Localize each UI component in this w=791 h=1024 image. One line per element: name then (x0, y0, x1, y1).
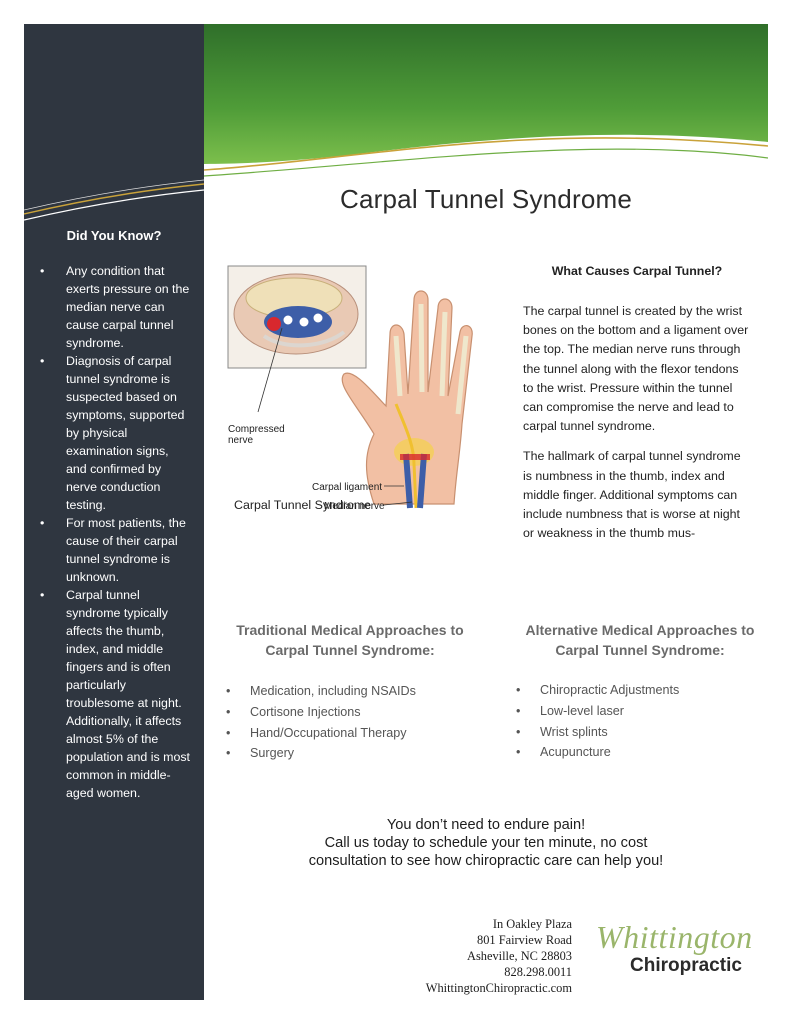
sidebar: Did You Know? Any condition that exerts … (24, 24, 204, 1000)
diagram-caption: Carpal Tunnel Syndrome (234, 498, 372, 512)
alternative-item: Wrist splints (516, 722, 756, 743)
traditional-item: Medication, including NSAIDs (226, 681, 466, 702)
cta-line: You don’t need to endure pain! (386, 817, 586, 833)
carpal-tunnel-diagram: Compressed nerve Carpal ligament Median … (227, 265, 473, 512)
logo-subtitle: Chiropractic (630, 955, 742, 976)
label-median-nerve: Median nerve (324, 501, 385, 512)
cta-line: consultation to see how chiropractic car… (308, 853, 664, 869)
traditional-heading-line2: Carpal Tunnel Syndrome: (265, 642, 435, 658)
phone-number: 828.298.0011 (504, 965, 572, 979)
website: WhittingtonChiropractic.com (425, 981, 572, 995)
address-line: Asheville, NC 28803 (467, 949, 572, 963)
alternative-item: Low-level laser (516, 701, 756, 722)
alternative-heading: Alternative Medical Approaches to Carpal… (510, 620, 770, 660)
traditional-heading: Traditional Medical Approaches to Carpal… (220, 620, 480, 660)
causes-paragraph: The hallmark of carpal tunnel syndrome i… (523, 449, 741, 541)
fact-item: Carpal tunnel syndrome typically affects… (38, 586, 190, 802)
alternative-list: Chiropractic Adjustments Low-level laser… (516, 680, 756, 763)
address-line: In Oakley Plaza (492, 917, 572, 931)
sidebar-heading: Did You Know? (66, 228, 162, 243)
traditional-item: Surgery (226, 743, 466, 764)
header-banner (204, 24, 768, 194)
cta-line: Call us today to schedule your ten minut… (324, 835, 648, 851)
traditional-list: Medication, including NSAIDs Cortisone I… (226, 681, 466, 764)
alternative-heading-line1: Alternative Medical Approaches to (525, 622, 755, 638)
logo-script: Whittington (596, 919, 753, 955)
traditional-item: Hand/Occupational Therapy (226, 723, 466, 744)
alternative-item: Acupuncture (516, 742, 756, 763)
fact-list: Any condition that exerts pressure on th… (38, 262, 190, 802)
alternative-heading-line2: Carpal Tunnel Syndrome: (555, 642, 725, 658)
traditional-item: Cortisone Injections (226, 702, 466, 723)
page-title: Carpal Tunnel Syndrome (340, 184, 632, 214)
fact-item: For most patients, the cause of their ca… (38, 514, 190, 586)
label-carpal-ligament: Carpal ligament (312, 482, 382, 493)
address-line: 801 Fairview Road (477, 933, 572, 947)
causes-body: The carpal tunnel is created by the wris… (523, 302, 749, 554)
alternative-item: Chiropractic Adjustments (516, 680, 756, 701)
call-to-action: You don’t need to endure pain! Call us t… (204, 816, 768, 870)
fact-item: Diagnosis of carpal tunnel syndrome is s… (38, 352, 190, 514)
address-block: In Oakley Plaza 801 Fairview Road Ashevi… (404, 916, 572, 996)
causes-heading: What Causes Carpal Tunnel? (551, 264, 723, 278)
clinic-logo: Whittington Chiropractic (590, 919, 768, 991)
traditional-heading-line1: Traditional Medical Approaches to (236, 622, 464, 638)
causes-paragraph: The carpal tunnel is created by the wris… (523, 304, 749, 434)
sidebar-swoosh (24, 179, 204, 221)
header-swoosh (204, 24, 768, 177)
label-compressed-nerve-2: nerve (228, 435, 253, 446)
fact-item: Any condition that exerts pressure on th… (38, 262, 190, 352)
flyer-page: Did You Know? Any condition that exerts … (24, 24, 768, 1000)
label-compressed-nerve-1: Compressed (228, 424, 285, 435)
